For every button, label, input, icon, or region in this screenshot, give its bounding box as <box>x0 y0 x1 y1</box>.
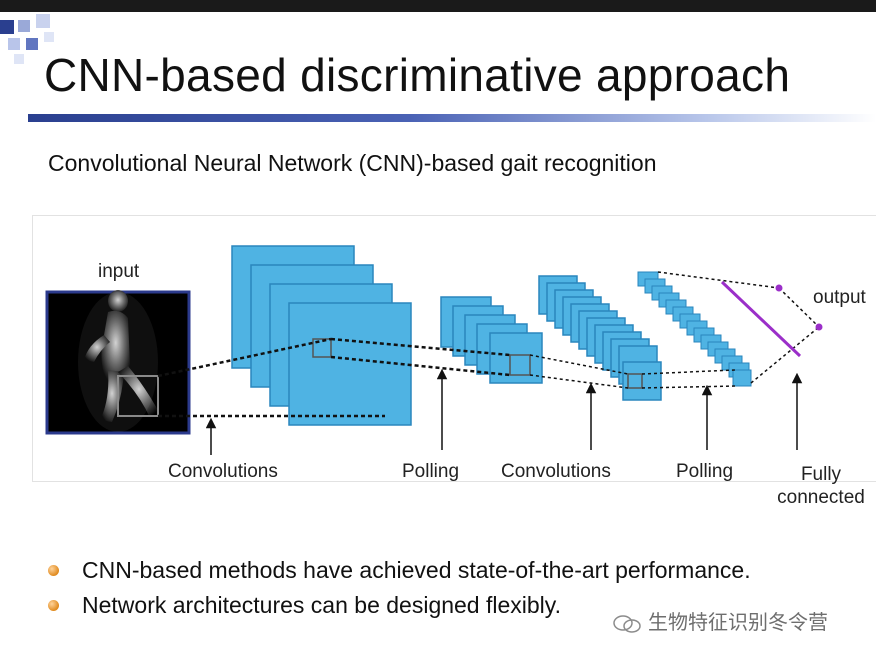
bullet-item: Network architectures can be designed fl… <box>48 591 848 620</box>
connection-lines <box>157 337 511 418</box>
bullet-list: CNN-based methods have achieved state-of… <box>48 556 848 626</box>
top-bar <box>0 0 876 12</box>
stage-label-pooling-2: Polling <box>676 461 734 482</box>
title-underline <box>28 114 876 122</box>
conv2-kernel-box <box>627 373 643 389</box>
page-subtitle: Convolutional Neural Network (CNN)-based… <box>48 150 657 176</box>
stage-label-convolutions-1: Convolutions <box>168 461 278 482</box>
pool1-maps <box>440 296 543 384</box>
pool1-kernel-box <box>509 354 531 376</box>
bullet-text: CNN-based methods have achieved state-of… <box>82 557 751 583</box>
stage-label-pooling-1: Polling <box>402 461 460 482</box>
conv2-maps <box>538 275 662 401</box>
page-title: CNN-based discriminative approach <box>44 49 791 101</box>
conv1-kernel-box <box>312 338 332 358</box>
input-label: input <box>98 261 140 282</box>
corner-decoration <box>0 12 70 77</box>
watermark: 生物特征识别冬令营 <box>612 606 828 635</box>
bullet-icon <box>48 565 59 576</box>
connection-lines-thin <box>529 271 820 389</box>
conv1-maps <box>231 245 412 426</box>
watermark-text: 生物特征识别冬令营 <box>648 612 828 634</box>
wechat-icon <box>612 614 642 634</box>
pool2-maps <box>637 271 752 387</box>
fully-connected-output <box>720 280 823 358</box>
input-image <box>45 290 191 435</box>
bullet-item: CNN-based methods have achieved state-of… <box>48 556 848 585</box>
stage-arrows <box>205 368 803 455</box>
output-label: output <box>813 287 866 308</box>
bullet-icon <box>48 600 59 611</box>
bullet-text: Network architectures can be designed fl… <box>82 592 561 618</box>
stage-label-fully-connected: Fully connected <box>777 464 865 508</box>
stage-label-convolutions-2: Convolutions <box>501 461 611 482</box>
